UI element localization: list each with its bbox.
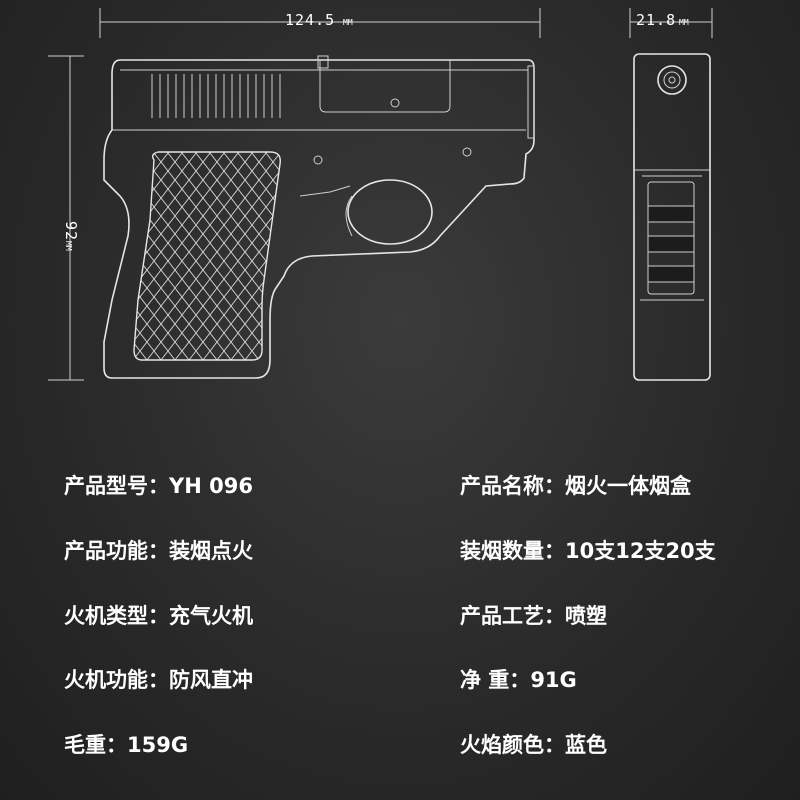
length-dimension: 124.5 MM — [99, 8, 541, 38]
spec-cigarette-capacity: 装烟数量：10支12支20支 — [460, 535, 716, 565]
length-unit: MM — [343, 18, 353, 27]
spec-value: 蓝色 — [565, 733, 607, 757]
height-dimension: 92 MM — [48, 55, 84, 381]
spec-label: 火焰颜色： — [460, 733, 565, 757]
spec-label: 产品型号： — [64, 474, 169, 498]
spec-value: 91G — [530, 668, 577, 692]
height-value: 92 — [62, 221, 80, 241]
spec-label: 产品名称： — [460, 474, 565, 498]
spec-value: YH 096 — [169, 474, 253, 498]
height-unit: MM — [64, 241, 73, 251]
side-view-outline — [103, 55, 535, 379]
spec-value: 充气火机 — [169, 604, 253, 628]
spec-label: 火机功能： — [64, 668, 169, 692]
spec-value: 159G — [127, 733, 189, 757]
spec-label: 产品工艺： — [460, 604, 565, 628]
length-value: 124.5 — [285, 11, 335, 29]
spec-label: 净 重： — [460, 668, 531, 692]
spec-value: 烟火一体烟盒 — [565, 474, 691, 498]
spec-value: 10支12支20支 — [565, 539, 716, 563]
spec-product-name: 产品名称：烟火一体烟盒 — [460, 470, 691, 500]
width-value: 21.8 — [636, 11, 676, 29]
spec-net-weight: 净 重：91G — [460, 664, 577, 694]
spec-table: 产品型号：YH 096 产品功能：装烟点火 火机类型：充气火机 火机功能：防风直… — [0, 450, 800, 780]
spec-gross-weight: 毛重：159G — [64, 729, 188, 759]
width-unit: MM — [679, 18, 689, 27]
spec-flame-color: 火焰颜色：蓝色 — [460, 729, 607, 759]
spec-label: 火机类型： — [64, 604, 169, 628]
spec-label: 产品功能： — [64, 539, 169, 563]
grip-texture-panel — [133, 151, 281, 361]
spec-function: 产品功能：装烟点火 — [64, 535, 253, 565]
width-dimension: 21.8 MM — [629, 8, 713, 38]
spec-label: 装烟数量： — [460, 539, 565, 563]
spec-value: 防风直冲 — [169, 668, 253, 692]
spec-value: 喷塑 — [565, 604, 607, 628]
slide-serrations — [151, 74, 281, 118]
spec-label: 毛重： — [64, 733, 127, 757]
spec-value: 装烟点火 — [169, 539, 253, 563]
product-dimension-drawing: 124.5 MM 21.8 MM 92 MM — [48, 8, 713, 381]
spec-lighter-type: 火机类型：充气火机 — [64, 600, 253, 630]
spec-model: 产品型号：YH 096 — [64, 470, 253, 500]
spec-lighter-function: 火机功能：防风直冲 — [64, 664, 253, 694]
spec-finish: 产品工艺：喷塑 — [460, 600, 607, 630]
front-view-outline — [633, 53, 711, 381]
